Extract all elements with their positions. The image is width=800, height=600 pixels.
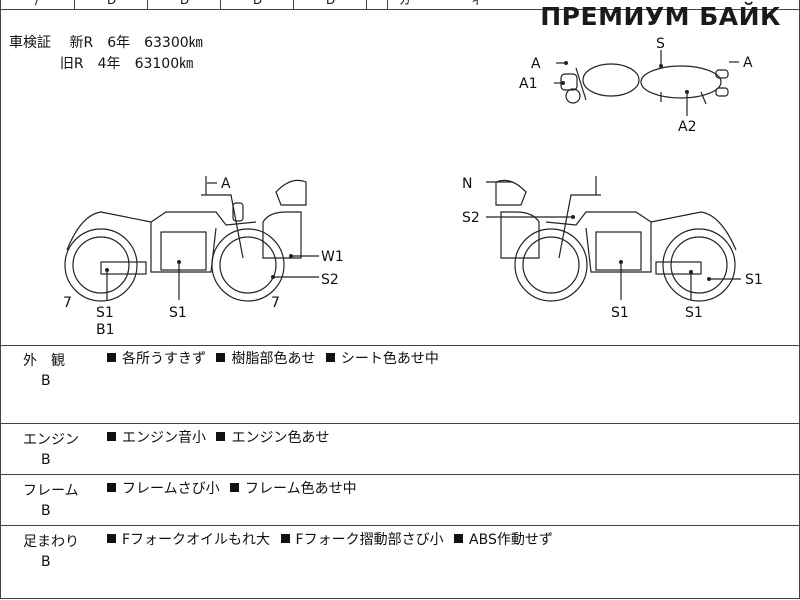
label-top-a1: A1	[519, 76, 537, 92]
header-cell-2: D	[107, 0, 117, 7]
section-exterior: 外 観 B 各所うすきず 樹脂部色あせ シート色あせ中	[1, 345, 800, 424]
item: Fフォークオイルもれ大	[122, 532, 271, 548]
item: フレーム色あせ中	[245, 481, 357, 497]
item: シート色あせ中	[340, 351, 439, 367]
motorcycle-diagrams: S A A A1 A2 A W1 S2 7 7 S1 B1 S1 N S2 S1…	[63, 36, 763, 338]
header-cell-7: ィ	[471, 0, 484, 7]
right-view-bike	[495, 176, 737, 302]
label-right-n: N	[462, 176, 472, 192]
label-right-s1c: S1	[745, 272, 763, 288]
header-cell-5: D	[326, 0, 336, 7]
item: フレームさび小	[122, 481, 220, 497]
section-items: Fフォークオイルもれ大 Fフォーク摺動部さび小 ABS作動せず	[107, 530, 559, 550]
label-left-s1: S1	[96, 305, 114, 321]
section-grade: B	[41, 503, 51, 519]
section-engine: エンジン B エンジン音小 エンジン色あせ	[1, 424, 800, 475]
new-km: 63300㎞	[144, 35, 203, 51]
item: 樹脂部色あせ	[231, 351, 316, 367]
label-right-s2: S2	[462, 210, 480, 226]
label-left-7: 7	[63, 295, 72, 311]
header-cell-1: /	[35, 0, 40, 7]
old-km: 63100㎞	[134, 56, 194, 72]
item: 各所うすきず	[122, 351, 206, 367]
label-left-s2: S2	[321, 272, 339, 288]
watermark: ПРЕМИУМ БАЙК	[540, 2, 781, 31]
label-left-w1: W1	[321, 249, 344, 265]
label-left-a: A	[221, 176, 231, 192]
item: ABS作動せず	[469, 532, 553, 548]
new-label: 新R	[69, 35, 94, 51]
header-cell-4: D	[253, 0, 263, 7]
section-grade: B	[41, 373, 51, 389]
left-view-bike	[64, 176, 307, 302]
section-label: エンジン	[23, 432, 79, 448]
label-right-s1b: S1	[685, 305, 703, 321]
inspection-record: 車検証 新R 6年 63300㎞ 旧R 4年 63100㎞	[9, 33, 203, 75]
section-frame: フレーム B フレームさび小 フレーム色あせ中	[1, 475, 800, 526]
section-grade: B	[41, 554, 51, 570]
section-label: 外 観	[23, 353, 65, 369]
label-top-a-right: A	[743, 55, 753, 71]
diagram-area	[1, 10, 800, 346]
top-view-bike	[560, 63, 729, 105]
header-cell-6: ガ	[399, 0, 412, 7]
label-right-s1: S1	[611, 305, 629, 321]
section-items: エンジン音小 エンジン色あせ	[107, 428, 335, 448]
old-years: 4年	[97, 56, 121, 72]
section-label: 足まわり	[23, 534, 79, 550]
label-top-a: A	[531, 56, 541, 72]
label-top-a2: A2	[678, 119, 696, 135]
label-left-s1b: S1	[169, 305, 187, 321]
section-items: 各所うすきず 樹脂部色あせ シート色あせ中	[107, 349, 445, 369]
section-grade: B	[41, 452, 51, 468]
header-cell-3: D	[180, 0, 190, 7]
section-items: フレームさび小 フレーム色あせ中	[107, 479, 363, 499]
section-label: フレーム	[23, 483, 79, 499]
item: エンジン音小	[122, 430, 206, 446]
label-left-b1: B1	[96, 322, 115, 338]
section-suspension: 足まわり B Fフォークオイルもれ大 Fフォーク摺動部さび小 ABS作動せず	[1, 526, 800, 598]
item: エンジン色あせ	[231, 430, 330, 446]
header-strip: / D D D D ガ ィ	[1, 0, 800, 10]
item: Fフォーク摺動部さび小	[295, 532, 444, 548]
inspection-label: 車検証	[9, 35, 51, 51]
old-label: 旧R	[59, 56, 84, 72]
new-years: 6年	[107, 35, 131, 51]
label-left-7b: 7	[271, 295, 280, 311]
label-top-s: S	[656, 36, 665, 52]
